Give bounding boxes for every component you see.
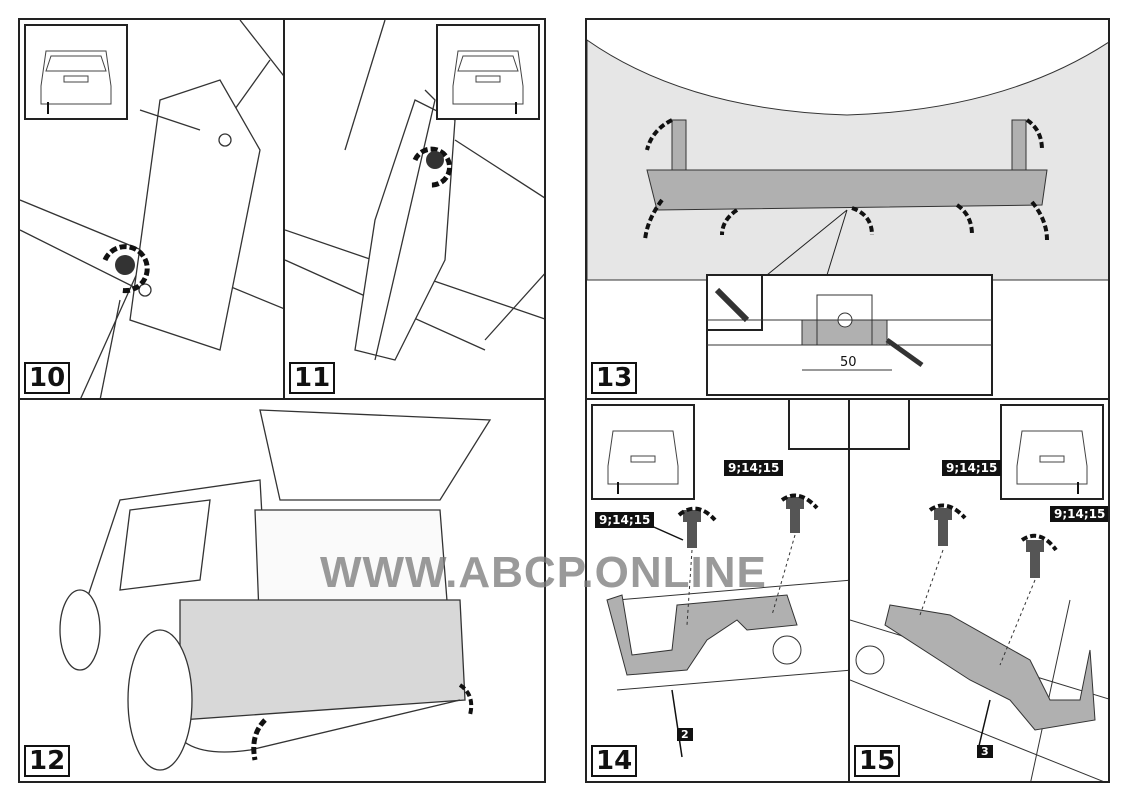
car-rear-thumbnail-icon [436,24,540,120]
step-12-drawing [59,409,492,771]
car-rear-thumbnail-icon [1000,404,1104,500]
dimension-label: 50 [840,355,857,370]
part-ref-label: 9;14;15 [595,512,655,528]
step-13-drawing [587,39,1108,396]
part-ref-label: 9;14;15 [1050,506,1108,522]
car-rear-thumbnail-icon [24,24,128,120]
step-12-panel: 12 [18,398,546,783]
step-13-panel: 50 13 [585,18,1110,400]
step-11-drawing [285,20,544,361]
step-number: 14 [591,745,638,777]
part-ref-label: 9;14;15 [724,460,784,476]
watermark: WWW.ABCP.ONLINE [320,548,767,597]
step-11-panel: 11 [283,18,546,400]
step-10-panel: 10 [18,18,285,400]
step-number: 11 [289,362,336,394]
rotate-arrow-icon [102,244,150,294]
part-number-badge: 2 [677,728,693,741]
part-ref-label: 9;14;15 [942,460,1002,476]
step-14-panel: 9;14;15 9;14;15 2 14 [585,398,850,783]
part-number-badge: 3 [977,745,993,758]
step-number: 12 [24,745,71,777]
car-rear-thumbnail-icon [591,404,695,500]
hand-tool-icon [788,400,848,450]
step-number: 10 [24,362,71,394]
step-number: 13 [591,362,638,394]
step-number: 15 [854,745,901,777]
knife-cutter-icon [714,287,750,323]
step-15-panel: 9;14;15 9;14;15 3 15 [848,398,1110,783]
step-10-drawing [20,20,283,398]
step-14-drawing [606,493,848,758]
step-15-drawing [850,503,1108,781]
hand-tool-icon [850,400,910,450]
